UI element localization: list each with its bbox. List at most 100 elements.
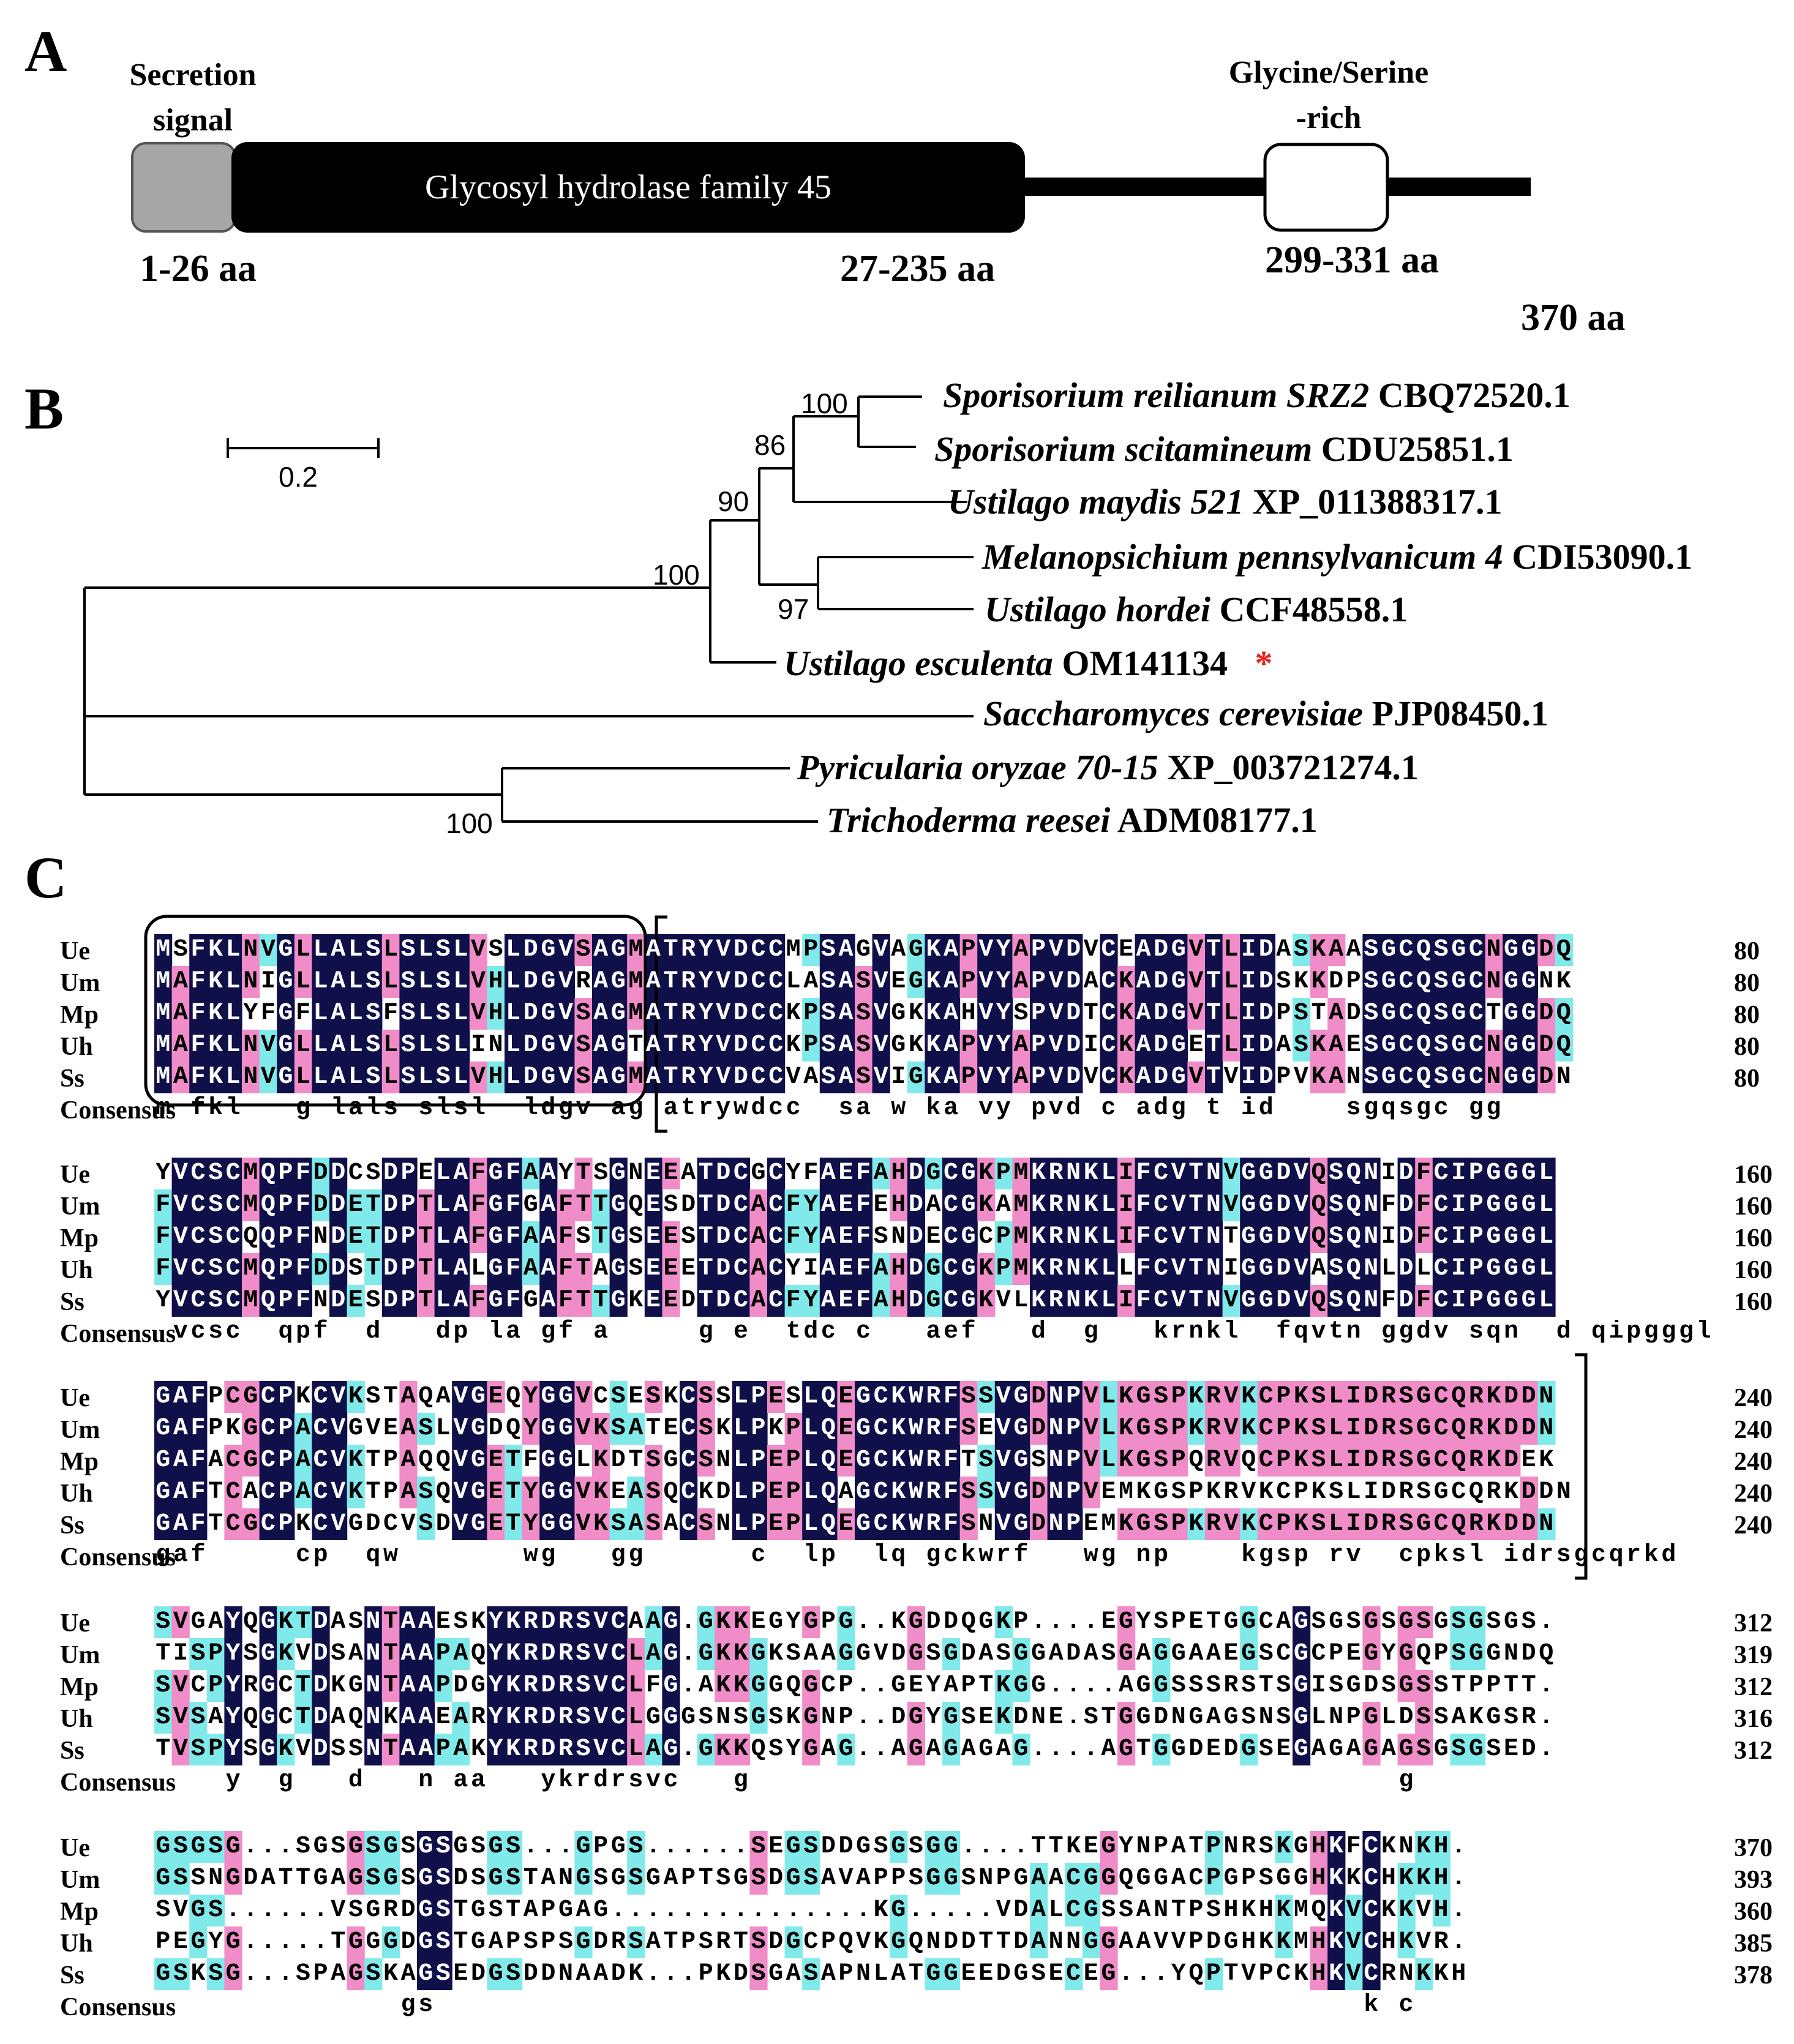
- residue: V: [1223, 1191, 1239, 1219]
- residue-shade: [557, 998, 575, 1030]
- residue: T: [418, 1191, 433, 1219]
- residue-shade: [347, 966, 365, 998]
- residue: G: [926, 1960, 941, 1988]
- residue: V: [1223, 1063, 1239, 1091]
- residue: E: [838, 1415, 854, 1442]
- residue: S: [961, 1510, 976, 1538]
- consensus-residue: [1030, 1991, 1048, 2019]
- residue: C: [1154, 1287, 1169, 1314]
- residue-shade: [539, 1508, 558, 1540]
- residue: L: [506, 1000, 521, 1027]
- sequence-label: Ue: [60, 1609, 90, 1638]
- residue: N: [1364, 1223, 1379, 1251]
- consensus-residue: [907, 1991, 925, 2019]
- consensus-residue: [977, 1767, 995, 1794]
- consensus-residue: [697, 1767, 715, 1794]
- residue-shade: [697, 1285, 715, 1317]
- consensus-residue: [1327, 1991, 1345, 2019]
- residue: V: [173, 1223, 188, 1251]
- residue: .: [243, 1928, 258, 1956]
- residue: .: [313, 1896, 328, 1924]
- residue: M: [628, 968, 644, 995]
- residue: T: [1223, 1223, 1239, 1251]
- residue-shade: [1152, 934, 1171, 966]
- residue-shade: [609, 998, 628, 1030]
- consensus-residue: [1187, 1991, 1205, 2019]
- residue: C: [260, 1383, 276, 1410]
- residue: F: [944, 1383, 959, 1410]
- residue: Y: [1381, 1640, 1396, 1668]
- residue-shade: [206, 998, 225, 1030]
- residue: P: [751, 1478, 766, 1506]
- residue: F: [190, 1063, 206, 1091]
- residue: V: [331, 1478, 346, 1506]
- residue-shade: [312, 1445, 330, 1477]
- residue-shade: [1415, 1189, 1433, 1221]
- residue-shade: [312, 1030, 330, 1061]
- residue: .: [856, 1608, 871, 1636]
- residue: N: [1066, 1159, 1081, 1187]
- residue: I: [1118, 1287, 1133, 1314]
- residue: S: [1154, 1608, 1169, 1636]
- residue: P: [820, 1928, 836, 1956]
- residue: N: [1030, 1704, 1046, 1731]
- residue: C: [1433, 1223, 1449, 1251]
- residue-shade: [644, 934, 662, 966]
- residue: S: [1329, 1191, 1344, 1219]
- residue-shade: [399, 1158, 418, 1189]
- residue: I: [1223, 1255, 1239, 1282]
- residue-shade: [242, 1189, 260, 1221]
- residue: K: [1398, 1928, 1414, 1956]
- consensus-residue: d: [1066, 1095, 1081, 1122]
- protein-backbone: [980, 178, 1531, 196]
- residue-shade: [819, 1285, 838, 1317]
- residue: S: [1329, 1478, 1344, 1506]
- residue: S: [576, 1000, 591, 1027]
- consensus-residue: [872, 1991, 890, 2019]
- residue-shade: [1012, 1508, 1030, 1540]
- residue-shade: [925, 1381, 943, 1413]
- residue: G: [1136, 1865, 1151, 1892]
- residue-shade: [277, 934, 295, 966]
- residue: A: [820, 1223, 836, 1251]
- residue: L: [418, 1000, 433, 1027]
- residue: L: [803, 1415, 819, 1442]
- consensus-residue: [995, 1318, 1013, 1346]
- residue: K: [1311, 1478, 1326, 1506]
- panel-c-alignment-shading: [154, 934, 1574, 1990]
- residue: G: [541, 1000, 556, 1027]
- residue-shade: [224, 1221, 242, 1253]
- residue: V: [173, 1672, 188, 1699]
- residue: G: [1171, 1031, 1186, 1059]
- residue: K: [628, 1960, 644, 1988]
- residue: Y: [558, 1159, 573, 1187]
- residue: C: [1258, 1447, 1274, 1474]
- residue-shade: [1415, 1221, 1433, 1253]
- residue: A: [820, 1960, 836, 1988]
- residue-shade: [1485, 1061, 1503, 1093]
- residue: T: [1521, 1672, 1536, 1699]
- residue-shade: [1187, 966, 1206, 998]
- residue: D: [1276, 1159, 1291, 1187]
- consensus-residue: [749, 1318, 767, 1346]
- residue: Q: [1451, 1510, 1466, 1538]
- residue-shade: [662, 934, 680, 966]
- consensus-residue: a: [856, 1095, 871, 1122]
- residue: A: [296, 1415, 311, 1442]
- consensus-residue: l: [1223, 1318, 1239, 1346]
- consensus-residue: l: [366, 1095, 381, 1122]
- residue-shade: [1450, 1061, 1468, 1093]
- consensus-residue: [1468, 1767, 1485, 1794]
- residue: Q: [1416, 1031, 1432, 1059]
- residue: C: [733, 1255, 748, 1282]
- residue-shade: [802, 1413, 820, 1445]
- residue-shade: [802, 1285, 820, 1317]
- residue-shade: [907, 1189, 925, 1221]
- consensus-residue: [715, 1318, 732, 1346]
- consensus-residue: [1327, 1767, 1345, 1794]
- residue: T: [1206, 1063, 1221, 1091]
- residue-shade: [855, 1158, 873, 1189]
- residue: D: [453, 1672, 468, 1699]
- residue-shade: [347, 1061, 365, 1093]
